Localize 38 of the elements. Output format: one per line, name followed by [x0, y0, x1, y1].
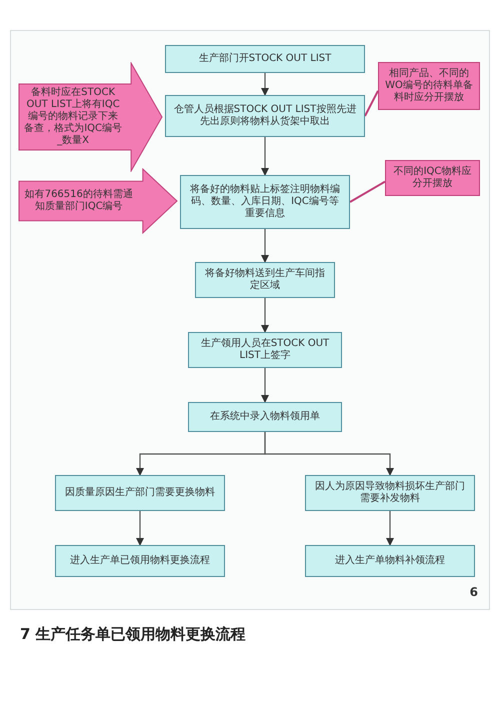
arrow: [261, 137, 269, 176]
node-text: 仓管人员根据STOCK OUT LIST按照先进先出原则将物料从货架中取出: [172, 104, 358, 128]
node-text: 在系统中录入物料领用单: [210, 411, 320, 423]
node-text: 生产部门开STOCK OUT LIST: [198, 53, 332, 65]
arrow-note: [18, 62, 163, 172]
node-text: 如有766516的待料需通知质量部门IQC编号: [24, 189, 134, 213]
node-text: 相同产品、不同的WO编号的待料单备料时应分开摆放: [385, 68, 473, 104]
node-text: 进入生产单已领用物料更换流程: [70, 555, 210, 567]
process-box: [55, 545, 225, 577]
process-box: [165, 95, 365, 137]
process-box: [180, 175, 350, 229]
arrow-note: [18, 168, 178, 234]
arrow: [136, 511, 144, 546]
callout-note: [378, 62, 480, 110]
node-text: 备料时应在STOCK OUT LIST上将有IQC编号的物料记录下来备查，格式为IQC编号_数量X: [24, 87, 123, 147]
node-text: 不同的IQC物料应分开摆放: [392, 166, 472, 190]
arrow: [261, 229, 269, 263]
process-box: [305, 545, 475, 577]
process-box: [55, 475, 225, 511]
node-text: 将备好物料送到生产车间指定区域: [204, 268, 326, 292]
process-box: [305, 475, 475, 511]
page-number: 6: [470, 585, 478, 599]
callout-note: [385, 160, 480, 196]
process-box: [195, 262, 335, 298]
node-text: 进入生产单物料补领流程: [335, 555, 445, 567]
arrow: [261, 368, 269, 403]
arrow: [264, 432, 394, 476]
process-box: [188, 402, 342, 432]
process-box: [165, 45, 365, 73]
node-text: 因人为原因导致物料损坏生产部门需要补发物料: [314, 481, 466, 505]
section-heading: 7 生产任务单已领用物料更换流程: [20, 625, 246, 644]
node-text: 将备好的物料贴上标签注明物料编码、数量、入库日期、IQC编号等重要信息: [189, 184, 341, 220]
arrow: [261, 298, 269, 333]
node-text: 因质量原因生产部门需要更换物料: [65, 487, 215, 499]
arrow: [261, 73, 269, 96]
node-text: 生产领用人员在STOCK OUT LIST上签字: [200, 338, 330, 362]
arrow: [386, 511, 394, 546]
process-box: [188, 332, 342, 368]
